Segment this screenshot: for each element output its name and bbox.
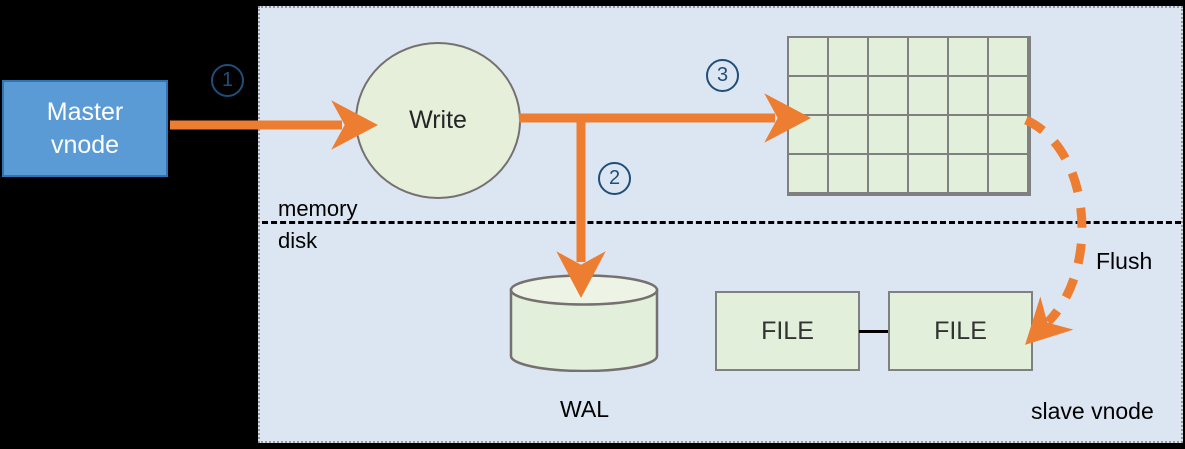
master-vnode-label-line2: vnode (50, 130, 120, 159)
memtable-cell (949, 155, 989, 194)
file-box-1[interactable]: FILE (715, 291, 860, 371)
memtable-cell (829, 77, 869, 116)
file-box-2[interactable]: FILE (888, 291, 1033, 371)
step-marker-2: 2 (598, 162, 631, 195)
write-node[interactable]: Write (355, 42, 521, 199)
memtable-cell (949, 38, 989, 77)
memtable-grid (787, 36, 1031, 196)
step-marker-1: 1 (211, 64, 244, 97)
memtable-cell (869, 116, 909, 155)
write-node-label: Write (409, 106, 467, 134)
memory-disk-divider (262, 221, 1181, 224)
memtable-cell (989, 77, 1029, 116)
memory-zone-label: memory (278, 196, 358, 221)
wal-cylinder (509, 274, 659, 373)
memtable-cell (989, 116, 1029, 155)
wal-label: WAL (560, 396, 609, 422)
memtable-cell (909, 116, 949, 155)
memtable-cell (989, 38, 1029, 77)
memtable-cell (909, 38, 949, 77)
wal-cylinder-shape (509, 274, 659, 373)
memtable-cell (789, 155, 829, 194)
step-marker-2-label: 2 (608, 167, 621, 189)
memtable-cell (869, 155, 909, 194)
step-marker-3: 3 (706, 59, 739, 92)
memtable-cell (909, 155, 949, 194)
memtable-cell (949, 116, 989, 155)
flush-label: Flush (1096, 248, 1153, 274)
file-connector-line (859, 330, 889, 333)
memtable-cell (869, 38, 909, 77)
master-vnode-label-line1: Master (46, 98, 124, 126)
step-marker-1-label: 1 (221, 69, 234, 91)
memtable-cell (829, 38, 869, 77)
memtable-cell (949, 77, 989, 116)
memtable-cell (789, 116, 829, 155)
file-box-1-label: FILE (761, 316, 814, 345)
file-box-2-label: FILE (934, 316, 987, 345)
step-marker-3-label: 3 (716, 64, 729, 86)
memtable-cell (989, 155, 1029, 194)
memtable-cell (789, 38, 829, 77)
memtable-cell (829, 155, 869, 194)
disk-zone-label: disk (278, 228, 318, 253)
memtable-cell (909, 77, 949, 116)
master-vnode-box[interactable]: Master vnode (2, 80, 168, 177)
memtable-cell (829, 116, 869, 155)
memtable-cell (789, 77, 829, 116)
memtable-cell (869, 77, 909, 116)
slave-vnode-label: slave vnode (1031, 398, 1154, 424)
